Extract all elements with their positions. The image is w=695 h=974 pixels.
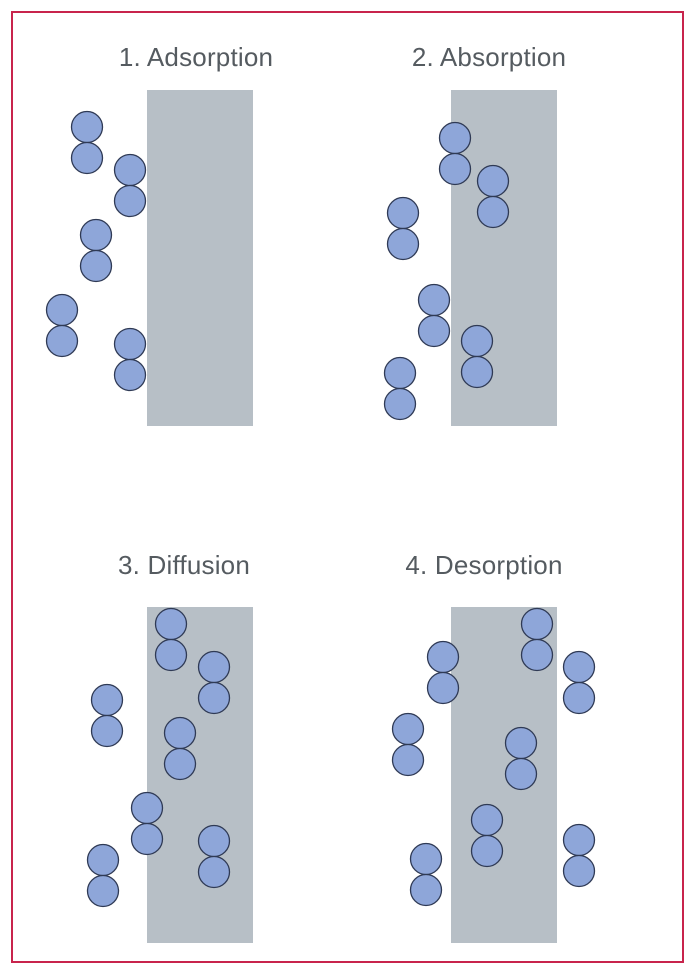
molecule-adsorption [70, 110, 104, 175]
molecule-atom [417, 314, 451, 348]
molecule-atom [197, 650, 231, 684]
molecule-desorption [504, 726, 538, 791]
molecule-atom [460, 355, 494, 389]
molecule-diffusion [197, 650, 231, 715]
molecule-atom [70, 110, 104, 144]
molecule-atom [70, 141, 104, 175]
molecule-diffusion [90, 683, 124, 748]
molecule-atom [383, 387, 417, 421]
molecule-atom [438, 152, 472, 186]
molecule-diffusion [154, 607, 188, 672]
molecule-atom [79, 218, 113, 252]
molecule-diffusion [163, 716, 197, 781]
molecule-atom [438, 121, 472, 155]
molecule-atom [154, 638, 188, 672]
molecule-atom [113, 153, 147, 187]
molecule-atom [562, 681, 596, 715]
molecule-adsorption [45, 293, 79, 358]
molecule-atom [504, 757, 538, 791]
molecule-atom [520, 607, 554, 641]
molecule-atom [520, 638, 554, 672]
molecule-atom [130, 791, 164, 825]
molecule-atom [391, 712, 425, 746]
molecule-atom [470, 834, 504, 868]
molecule-atom [562, 823, 596, 857]
molecule-atom [197, 681, 231, 715]
molecule-atom [476, 164, 510, 198]
molecule-atom [45, 293, 79, 327]
molecule-adsorption [113, 327, 147, 392]
molecule-atom [562, 854, 596, 888]
molecule-atom [417, 283, 451, 317]
molecule-absorption [476, 164, 510, 229]
molecule-atom [562, 650, 596, 684]
panel-title-desorption: 4. Desorption [405, 550, 563, 580]
molecule-atom [476, 195, 510, 229]
molecule-atom [79, 249, 113, 283]
molecule-desorption [409, 842, 443, 907]
molecule-atom [409, 873, 443, 907]
molecule-atom [45, 324, 79, 358]
molecule-diffusion [197, 824, 231, 889]
molecule-atom [163, 747, 197, 781]
molecule-atom [426, 671, 460, 705]
molecule-atom [409, 842, 443, 876]
panel-title-adsorption: 1. Adsorption [118, 42, 274, 72]
molecule-atom [113, 358, 147, 392]
molecule-absorption [386, 196, 420, 261]
molecule-atom [113, 327, 147, 361]
molecule-atom [504, 726, 538, 760]
panel-title-absorption: 2. Absorption [411, 42, 567, 72]
molecule-atom [86, 843, 120, 877]
molecule-absorption [438, 121, 472, 186]
molecule-atom [386, 196, 420, 230]
molecule-atom [460, 324, 494, 358]
molecule-desorption [562, 823, 596, 888]
molecule-atom [383, 356, 417, 390]
molecule-desorption [426, 640, 460, 705]
molecule-absorption [417, 283, 451, 348]
molecule-desorption [520, 607, 554, 672]
molecule-diffusion [130, 791, 164, 856]
membrane-adsorption [147, 90, 253, 426]
panel-title-diffusion: 3. Diffusion [118, 550, 250, 580]
molecule-diffusion [86, 843, 120, 908]
molecule-atom [90, 714, 124, 748]
molecule-adsorption [79, 218, 113, 283]
molecule-absorption [460, 324, 494, 389]
molecule-atom [154, 607, 188, 641]
molecule-desorption [470, 803, 504, 868]
molecule-atom [90, 683, 124, 717]
molecule-atom [86, 874, 120, 908]
molecule-adsorption [113, 153, 147, 218]
molecule-atom [426, 640, 460, 674]
molecule-atom [470, 803, 504, 837]
molecule-atom [163, 716, 197, 750]
molecule-atom [197, 855, 231, 889]
molecule-desorption [391, 712, 425, 777]
molecule-desorption [562, 650, 596, 715]
molecule-atom [197, 824, 231, 858]
molecule-absorption [383, 356, 417, 421]
molecule-atom [386, 227, 420, 261]
molecule-atom [113, 184, 147, 218]
molecule-atom [130, 822, 164, 856]
molecule-atom [391, 743, 425, 777]
